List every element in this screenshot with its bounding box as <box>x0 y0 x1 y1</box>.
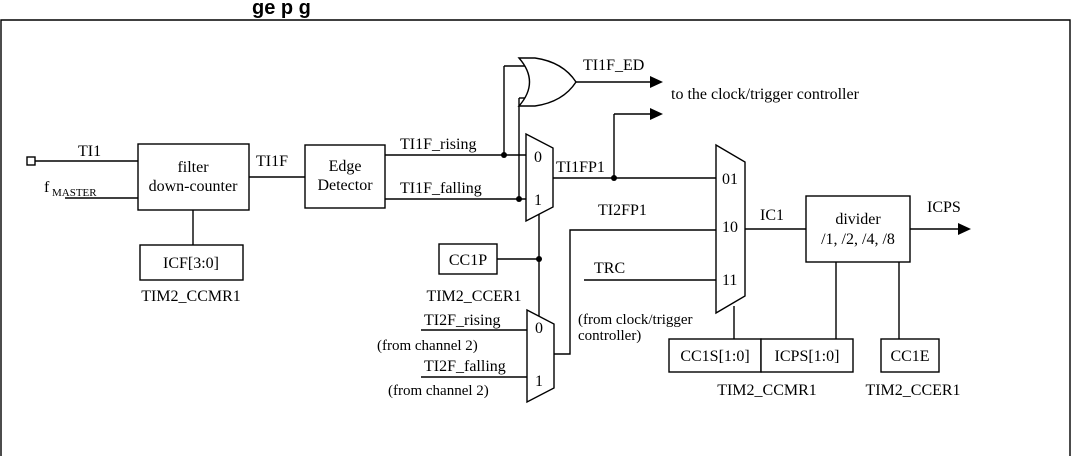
cc1s-label: CC1S[1:0] <box>680 348 749 365</box>
label-to-clock: to the clock/trigger controller <box>671 86 860 103</box>
register-tim2-ccer1-b: TIM2_CCER1 <box>865 382 960 399</box>
divider-label-2: /1, /2, /4, /8 <box>821 231 895 248</box>
label-ti2f-rising: TI2F_rising <box>424 312 500 329</box>
arrow-to-clock <box>650 108 663 120</box>
label-ti2fp1: TI2FP1 <box>598 202 647 219</box>
mux-ti1-edge-select <box>525 132 554 223</box>
cc1s-block <box>668 338 762 373</box>
cc1e-label: CC1E <box>890 348 929 365</box>
mux-ti2-edge-select <box>526 308 555 404</box>
register-tim2-ccmr1-a: TIM2_CCMR1 <box>141 288 241 305</box>
mux3-input-10: 10 <box>722 219 738 236</box>
label-ti1f-ed: TI1F_ED <box>583 57 644 74</box>
label-ti1f-falling: TI1F_falling <box>400 180 482 197</box>
label-from-channel-2-b: (from channel 2) <box>388 383 489 399</box>
filter-label-1: filter <box>177 159 209 176</box>
label-from-clock-1: (from clock/trigger <box>578 312 693 328</box>
edge-label-1: Edge <box>329 158 362 175</box>
mux1-input-0: 0 <box>534 149 542 166</box>
label-from-channel-2-a: (from channel 2) <box>377 338 478 354</box>
edge-label-2: Detector <box>317 177 373 194</box>
diagram-frame <box>0 19 1071 456</box>
cc1p-label: CC1P <box>449 252 487 269</box>
label-ti1fp1: TI1FP1 <box>556 159 605 176</box>
label-ti1: TI1 <box>78 143 101 160</box>
mux1-input-1: 1 <box>534 192 542 209</box>
label-ti2f-falling: TI2F_falling <box>424 358 506 375</box>
divider-label-1: divider <box>835 211 881 228</box>
mux-ic1-select <box>715 143 746 315</box>
label-ti1f: TI1F <box>256 153 288 170</box>
label-icps: ICPS <box>927 199 961 216</box>
edge-detector-block <box>304 144 386 209</box>
arrow-icps <box>958 223 971 235</box>
label-trc: TRC <box>594 260 625 277</box>
label-ic1: IC1 <box>760 207 784 224</box>
label-ti1f-rising: TI1F_rising <box>400 136 476 153</box>
divider-block <box>805 195 911 263</box>
diagram-title: ge p g <box>252 0 311 19</box>
icf-register-block <box>139 244 244 281</box>
icps-reg-label: ICPS[1:0] <box>775 348 840 365</box>
cc1e-block <box>880 338 940 373</box>
label-from-clock-2: controller) <box>578 328 641 344</box>
label-fmaster-sub: MASTER <box>52 187 97 199</box>
label-fmaster: f <box>44 179 50 196</box>
filter-label-2: down-counter <box>149 178 239 195</box>
mux2-input-1: 1 <box>535 373 543 390</box>
mux3-input-01: 01 <box>722 171 738 188</box>
register-tim2-ccmr1-b: TIM2_CCMR1 <box>717 382 817 399</box>
filter-down-counter-block <box>137 143 250 211</box>
icf-label: ICF[3:0] <box>163 255 219 272</box>
cc1p-block <box>438 243 498 275</box>
or-gate <box>517 57 577 107</box>
mux2-input-0: 0 <box>535 320 543 337</box>
arrow-ti1f-ed <box>650 76 663 88</box>
icps-reg-block <box>760 338 854 373</box>
register-tim2-ccer1-a: TIM2_CCER1 <box>426 288 521 305</box>
ti1-input-pin <box>26 156 36 166</box>
wire-ti2fp1 <box>554 229 716 355</box>
mux3-input-11: 11 <box>722 272 737 289</box>
